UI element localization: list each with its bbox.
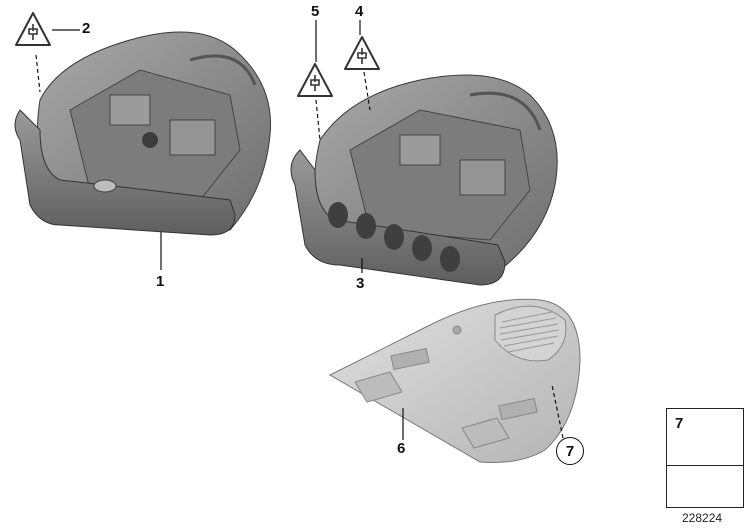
parts-legend: 7 bbox=[666, 408, 744, 508]
plug-warning-triangle-icon bbox=[297, 63, 333, 97]
part-6-cover-panel bbox=[328, 298, 581, 463]
plug-warning-triangle-icon bbox=[344, 36, 380, 70]
callout-4: 4 bbox=[355, 3, 364, 20]
callout-7-circled: 7 bbox=[556, 437, 584, 465]
part-1-console-housing bbox=[14, 31, 272, 236]
callout-5: 5 bbox=[311, 3, 320, 20]
leader-lines bbox=[35, 20, 564, 440]
legend-part-number: 7 bbox=[675, 415, 684, 432]
part-3-console-housing-with-switches bbox=[290, 74, 558, 286]
diagram-id: 228224 bbox=[682, 511, 723, 525]
switch-row bbox=[328, 202, 460, 272]
callout-1: 1 bbox=[156, 273, 165, 290]
callout-3: 3 bbox=[356, 275, 365, 292]
callout-6: 6 bbox=[397, 440, 406, 457]
plug-warning-triangle-icon bbox=[15, 12, 51, 46]
callout-2: 2 bbox=[82, 20, 91, 37]
legend-divider bbox=[667, 465, 743, 466]
